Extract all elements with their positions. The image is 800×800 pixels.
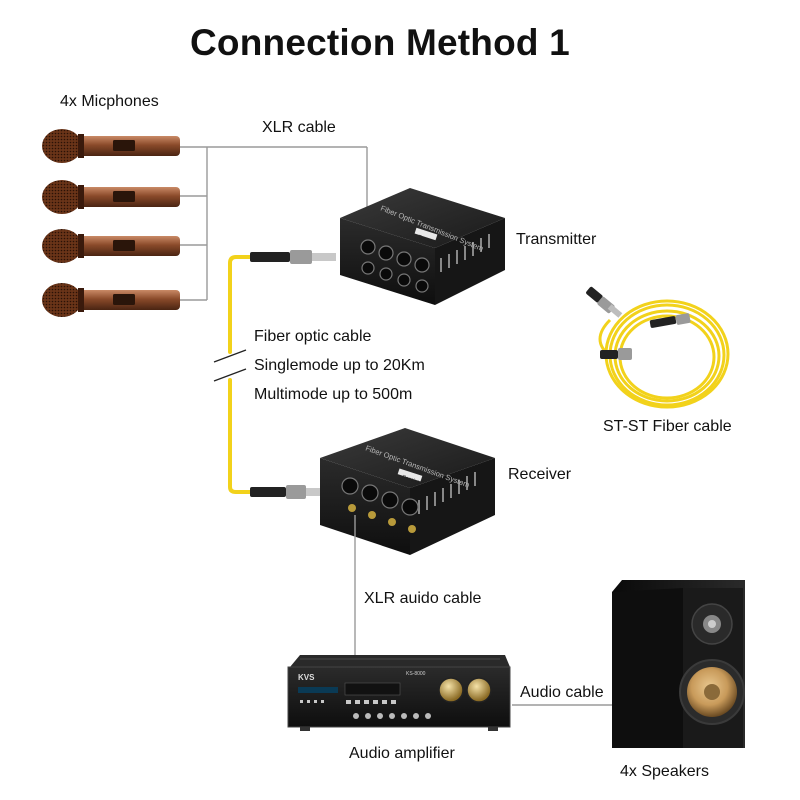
amplifier-label: Audio amplifier <box>349 745 455 762</box>
microphone-4 <box>42 283 180 317</box>
transmitter-device: Fiber Optic Transmission System Transmit… <box>340 188 505 305</box>
amp-brand: KVS <box>298 673 315 682</box>
microphone-3 <box>42 229 180 263</box>
microphones-label: 4x Micphones <box>60 93 159 110</box>
multimode-label: Multimode up to 500m <box>254 386 413 403</box>
xlr-cable-label: XLR cable <box>262 119 336 136</box>
amp-model: KS-8000 <box>406 671 426 677</box>
cable-break-mark <box>213 349 247 382</box>
speakers-label: 4x Speakers <box>620 763 709 780</box>
transmitter-label: Transmitter <box>516 231 597 248</box>
microphone-2 <box>42 180 180 214</box>
st-st-fiber-coil <box>586 286 730 409</box>
microphone-1 <box>42 129 180 163</box>
audio-cable-label: Audio cable <box>520 684 604 701</box>
xlr-cable-lines <box>180 146 368 301</box>
st-st-cable-label: ST-ST Fiber cable <box>603 418 732 435</box>
fiber-cable-label: Fiber optic cable <box>254 328 372 345</box>
st-connector-tx <box>250 250 336 264</box>
st-connector-rx <box>250 485 328 499</box>
singlemode-label: Singlemode up to 20Km <box>254 357 425 374</box>
speaker <box>612 580 745 748</box>
audio-amplifier: KVS KS-8000 <box>287 655 511 731</box>
page-title: Connection Method 1 <box>190 22 570 63</box>
fiber-optic-cable <box>228 255 254 494</box>
receiver-device: Fiber Optic Transmission System Receiver <box>320 428 495 555</box>
xlr-audio-cable-label: XLR auido cable <box>364 590 482 607</box>
rx-badge: Receiver <box>401 474 422 486</box>
receiver-label: Receiver <box>508 466 572 483</box>
